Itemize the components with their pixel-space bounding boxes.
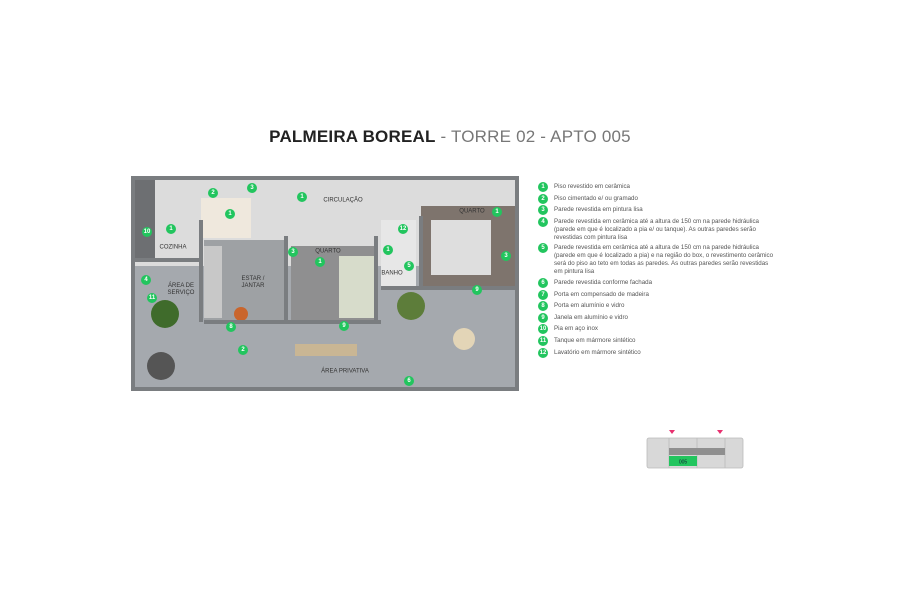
floor-plan: [131, 176, 519, 391]
room-label-quarto: QUARTO: [315, 248, 341, 255]
legend-text: Lavatório em mármore sintético: [554, 348, 641, 356]
legend-item: 10 Pia em aço inox: [538, 324, 778, 335]
legend-number: 11: [538, 335, 548, 346]
lounge-chair: [147, 352, 175, 380]
legend-text: Janela em alumínio e vidro: [554, 313, 628, 321]
room-label-cozinha: COZINHA: [159, 244, 187, 251]
legend-number: 4: [538, 216, 548, 227]
legend-text: Piso cimentado e/ ou gramado: [554, 194, 638, 202]
legend-text: Parede revestida em pintura lisa: [554, 206, 643, 214]
view-arrow-icon: [669, 430, 675, 434]
legend-item: 12 Lavatório em mármore sintético: [538, 347, 778, 358]
legend-number: 9: [538, 312, 548, 323]
legend-text: Pia em aço inox: [554, 325, 599, 333]
planter-bench: [295, 344, 357, 356]
legend-number: 3: [538, 205, 548, 216]
plant: [151, 300, 179, 328]
key-plan: 005: [646, 430, 744, 469]
marker: 9: [339, 321, 349, 331]
marker: 10: [142, 227, 152, 237]
marker: 1: [225, 209, 235, 219]
view-arrow-icon: [717, 430, 723, 434]
legend-item: 9 Janela em alumínio e vidro: [538, 312, 778, 323]
marker: 8: [226, 322, 236, 332]
legend-number: 12: [538, 347, 548, 358]
sofa: [204, 246, 222, 318]
legend-text: Parede revestida em cerâmica até a altur…: [554, 217, 759, 241]
legend-item: 5 Parede revestida em cerâmica até a altu…: [538, 243, 778, 276]
legend-item: 8 Porta em alumínio e vidro: [538, 301, 778, 312]
legend-item: 1 Piso revestido em cerâmica: [538, 182, 778, 192]
legend-text: Porta em alumínio e vidro: [554, 302, 625, 310]
legend-item: 7 Porta em compensado de madeira: [538, 289, 778, 300]
unit-highlight: [669, 456, 697, 466]
marker: 12: [398, 224, 408, 234]
marker: 1: [315, 257, 325, 267]
marker: 6: [404, 376, 414, 386]
legend-text: Piso revestido em cerâmica: [554, 183, 630, 190]
plant: [397, 292, 425, 320]
marker: 1: [297, 192, 307, 202]
room-label-area-privativa: ÁREA PRIVATIVA: [321, 368, 369, 375]
tower-apartment: - TORRE 02 - APTO 005: [435, 127, 631, 146]
room-label-quarto-suite: QUARTO: [459, 208, 485, 215]
legend-number: 8: [538, 301, 548, 312]
room-label-servico: ÁREA DE SERVIÇO: [167, 283, 195, 296]
corridor: [669, 448, 725, 455]
legend-number: 6: [538, 277, 548, 288]
legend-number: 1: [538, 182, 548, 192]
marker: 9: [472, 285, 482, 295]
legend-text: Parede revestida em cerâmica até a altur…: [554, 244, 774, 276]
double-bed: [431, 220, 491, 275]
legend-item: 2 Piso cimentado e/ ou gramado: [538, 193, 778, 204]
marker: 1: [166, 224, 176, 234]
unit-label: 005: [679, 460, 688, 466]
marker: 3: [501, 251, 511, 261]
legend: 1 Piso revestido em cerâmica 2 Piso ciment…: [538, 182, 778, 360]
legend-number: 2: [538, 193, 548, 204]
legend-item: 3 Parede revestida em pintura lisa: [538, 205, 778, 216]
room-label-banho: BANHO: [381, 270, 403, 277]
legend-text: Tanque em mármore sintético: [554, 336, 636, 344]
marker: 4: [141, 275, 151, 285]
marker: 1: [383, 245, 393, 255]
kitchen-counter: [133, 178, 155, 260]
legend-item: 4 Parede revestida em cerâmica até a altu…: [538, 216, 778, 242]
legend-item: 11 Tanque em mármore sintético: [538, 335, 778, 346]
room-label-estar: ESTAR / JANTAR: [241, 276, 265, 289]
marker: 3: [288, 247, 298, 257]
marker: 5: [404, 261, 414, 271]
marker: 2: [238, 345, 248, 355]
outdoor-table: [453, 328, 475, 350]
pouf: [234, 307, 248, 321]
marker: 2: [208, 188, 218, 198]
legend-text: Porta em compensado de madeira: [554, 290, 649, 298]
marker: 1: [492, 207, 502, 217]
single-bed: [339, 256, 374, 318]
legend-text: Parede revestida conforme fachada: [554, 278, 653, 286]
legend-number: 5: [538, 243, 548, 254]
project-name: PALMEIRA BOREAL: [269, 127, 436, 146]
marker: 3: [247, 183, 257, 193]
legend-number: 10: [538, 324, 548, 335]
legend-number: 7: [538, 289, 548, 300]
legend-item: 6 Parede revestida conforme fachada: [538, 277, 778, 288]
page-title: PALMEIRA BOREAL - TORRE 02 - APTO 005: [0, 127, 900, 147]
room-label-circulacao: CIRCULAÇÃO: [323, 197, 363, 204]
marker: 11: [147, 293, 157, 303]
